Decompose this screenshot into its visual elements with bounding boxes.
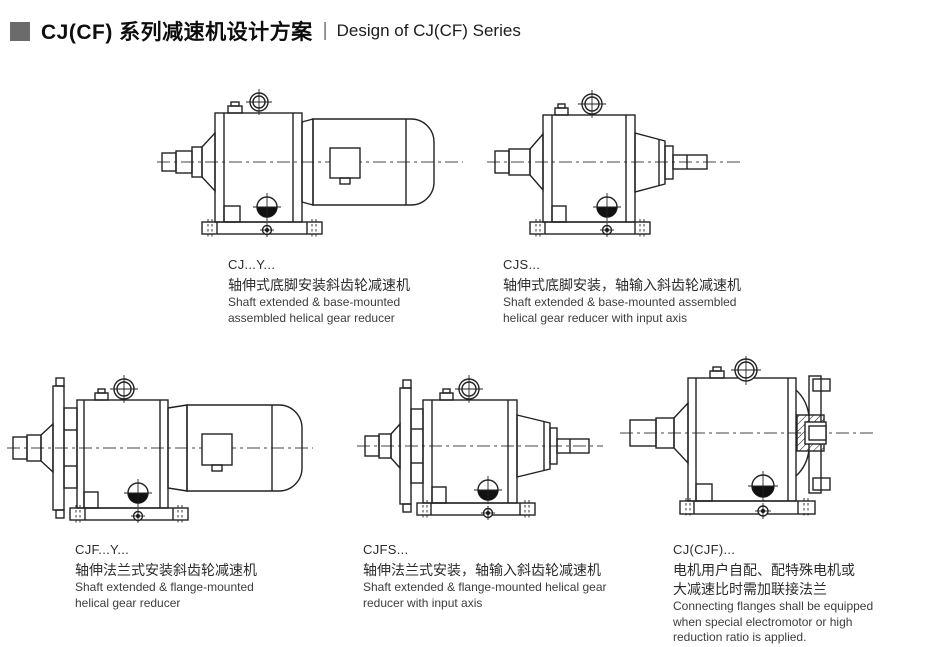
page-title-zh: CJ(CF) 系列减速机设计方案: [41, 21, 313, 44]
electric-motor: [167, 404, 303, 492]
figure-cjf-y: [5, 368, 315, 538]
breather-vent-icon: [246, 89, 272, 115]
input-shaft: [556, 438, 590, 454]
oil-fill-plug-icon: [227, 101, 243, 114]
electric-motor: [301, 118, 435, 206]
drawing-cjs: [487, 90, 741, 237]
mounting-flange: [399, 379, 424, 513]
figure-cj-cjf: [618, 356, 878, 536]
drawing-cj-cjf: [620, 356, 874, 519]
caption-cjfs: CJFS... 轴伸法兰式安装，轴输入斜齿轮减速机 Shaft extended…: [363, 542, 607, 610]
drawing-cjf-y: [7, 375, 313, 523]
page-header: CJ(CF) 系列减速机设计方案 | Design of CJ(CF) Seri…: [10, 16, 521, 46]
drain-plug-icon: [481, 506, 495, 520]
caption-cj-cjf: CJ(CJF)... 电机用户自配、配特殊电机或 大减速比时需加联接法兰 Con…: [673, 542, 874, 644]
terminal-box: [201, 433, 233, 466]
oil-fill-plug-icon: [94, 388, 109, 401]
model-code: CJ(CJF)...: [673, 542, 736, 557]
figure-cjfs: [355, 363, 605, 535]
input-shaft: [672, 154, 708, 170]
oil-sight-glass-icon: [748, 471, 778, 501]
oil-sight-glass-icon: [253, 193, 281, 221]
model-code: CJ...Y...: [228, 257, 276, 272]
oil-sight-glass-icon: [124, 479, 152, 507]
caption-cjs: CJS... 轴伸式底脚安装，轴输入斜齿轮减速机 Shaft extended …: [503, 257, 741, 325]
breather-vent-icon: [578, 90, 606, 118]
oil-fill-plug-icon: [709, 366, 725, 379]
drain-plug-icon: [260, 223, 274, 237]
gearbox-housing: [529, 114, 651, 237]
header-bullet-square: [10, 21, 30, 41]
oil-sight-glass-icon: [474, 476, 502, 504]
figure-cj-y: [155, 88, 465, 253]
oil-fill-plug-icon: [439, 388, 454, 401]
drawing-cjfs: [357, 375, 603, 520]
breather-vent-icon: [455, 375, 483, 403]
breather-vent-icon: [731, 356, 761, 385]
drain-plug-icon: [755, 503, 771, 519]
gearbox-housing: [679, 377, 816, 517]
breather-vent-icon: [110, 375, 138, 403]
gearbox-housing: [69, 399, 189, 523]
gearbox-housing: [201, 112, 323, 237]
drain-plug-icon: [131, 509, 145, 523]
page-title-en: Design of CJ(CF) Series: [336, 21, 521, 40]
oil-sight-glass-icon: [593, 193, 621, 221]
caption-cjf-y: CJF...Y... 轴伸法兰式安装斜齿轮减速机 Shaft extended …: [75, 542, 257, 610]
model-code: CJS...: [503, 257, 541, 272]
oil-fill-plug-icon: [554, 103, 569, 116]
model-code: CJFS...: [363, 542, 409, 557]
caption-cj-y: CJ...Y... 轴伸式底脚安装斜齿轮减速机 Shaft extended &…: [228, 257, 410, 325]
terminal-box: [329, 147, 361, 179]
figure-cjs: [485, 88, 745, 253]
drawing-cj-y: [157, 89, 463, 237]
title-divider: |: [322, 20, 328, 41]
connecting-flange: [795, 375, 831, 494]
drain-plug-icon: [600, 223, 614, 237]
model-code: CJF...Y...: [75, 542, 130, 557]
